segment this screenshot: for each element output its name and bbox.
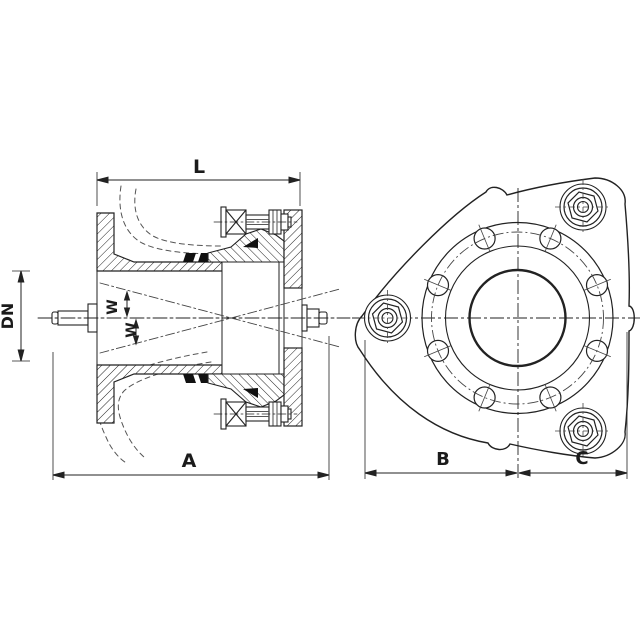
deflection-marker-lower xyxy=(132,318,140,346)
dimension-C xyxy=(518,332,628,479)
bolt-hole-ticks xyxy=(424,224,611,412)
dimension-DN xyxy=(12,270,30,362)
dim-label-C: C xyxy=(575,448,589,469)
deflection-rays xyxy=(99,282,341,354)
dimension-A xyxy=(52,336,330,480)
gland-seal-wedge-bottom xyxy=(243,388,258,398)
seal-top xyxy=(183,253,211,262)
front-view xyxy=(352,177,640,480)
hex-nut xyxy=(371,302,404,334)
corner-bolt-left xyxy=(359,290,416,346)
corner-bolt-top-right xyxy=(555,179,611,235)
dim-label-W-upper: W xyxy=(105,299,121,315)
side-section-view xyxy=(37,185,351,465)
dimensions xyxy=(12,172,628,480)
clamp-bolt-top xyxy=(213,206,298,238)
dimension-B xyxy=(364,340,518,479)
hex-nut xyxy=(567,415,599,447)
dim-label-W-lower: W xyxy=(124,322,140,338)
clamp-bolt-bottom xyxy=(213,398,298,430)
hex-nut xyxy=(567,191,599,223)
socket-flange-top-section xyxy=(96,212,223,272)
body-circle xyxy=(421,221,614,415)
dimension-L xyxy=(96,172,301,206)
seal-bottom xyxy=(183,374,211,383)
deflection-marker-upper xyxy=(123,290,131,318)
dim-label-B: B xyxy=(436,449,450,470)
socket-flange-bottom-section xyxy=(96,364,223,424)
dim-label-L: L xyxy=(192,156,206,178)
raised-face-circle xyxy=(444,245,591,391)
bore-circle xyxy=(468,268,567,368)
gland-seal-wedge-top xyxy=(243,238,258,248)
dim-label-A: A xyxy=(181,450,197,472)
phantom-lever-top xyxy=(119,185,223,255)
corner-bolt-bottom-right xyxy=(555,403,611,459)
dim-label-DN: DN xyxy=(0,302,17,330)
bolt-circle xyxy=(431,231,604,405)
